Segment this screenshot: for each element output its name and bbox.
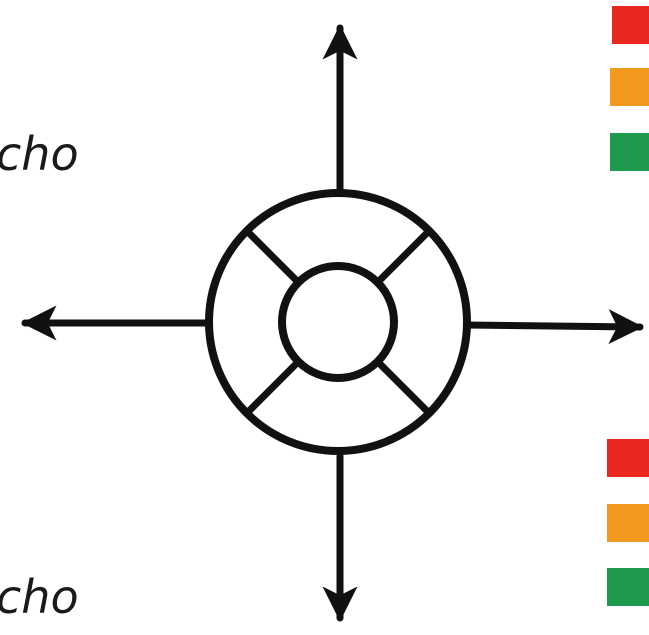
spoke-bottom-left bbox=[243, 358, 302, 417]
legend-bottom-swatch-red bbox=[607, 439, 649, 477]
legend-bottom bbox=[607, 439, 649, 606]
legend-bottom-swatch-green bbox=[607, 568, 649, 606]
label-top-left: cho bbox=[0, 127, 79, 181]
label-bottom-left: cho bbox=[0, 570, 79, 624]
spoke-top-right bbox=[374, 227, 433, 286]
arrow-right bbox=[462, 309, 644, 345]
lifebuoy-compass-icon bbox=[205, 189, 471, 455]
spoke-top-left bbox=[243, 227, 302, 286]
inner-ring bbox=[278, 262, 398, 382]
legend-top bbox=[610, 6, 649, 171]
legend-top-swatch-green bbox=[610, 133, 649, 171]
legend-top-swatch-red bbox=[612, 6, 649, 44]
legend-bottom-swatch-orange bbox=[607, 504, 649, 542]
spoke-bottom-right bbox=[374, 358, 433, 417]
legend-top-swatch-orange bbox=[610, 68, 649, 106]
